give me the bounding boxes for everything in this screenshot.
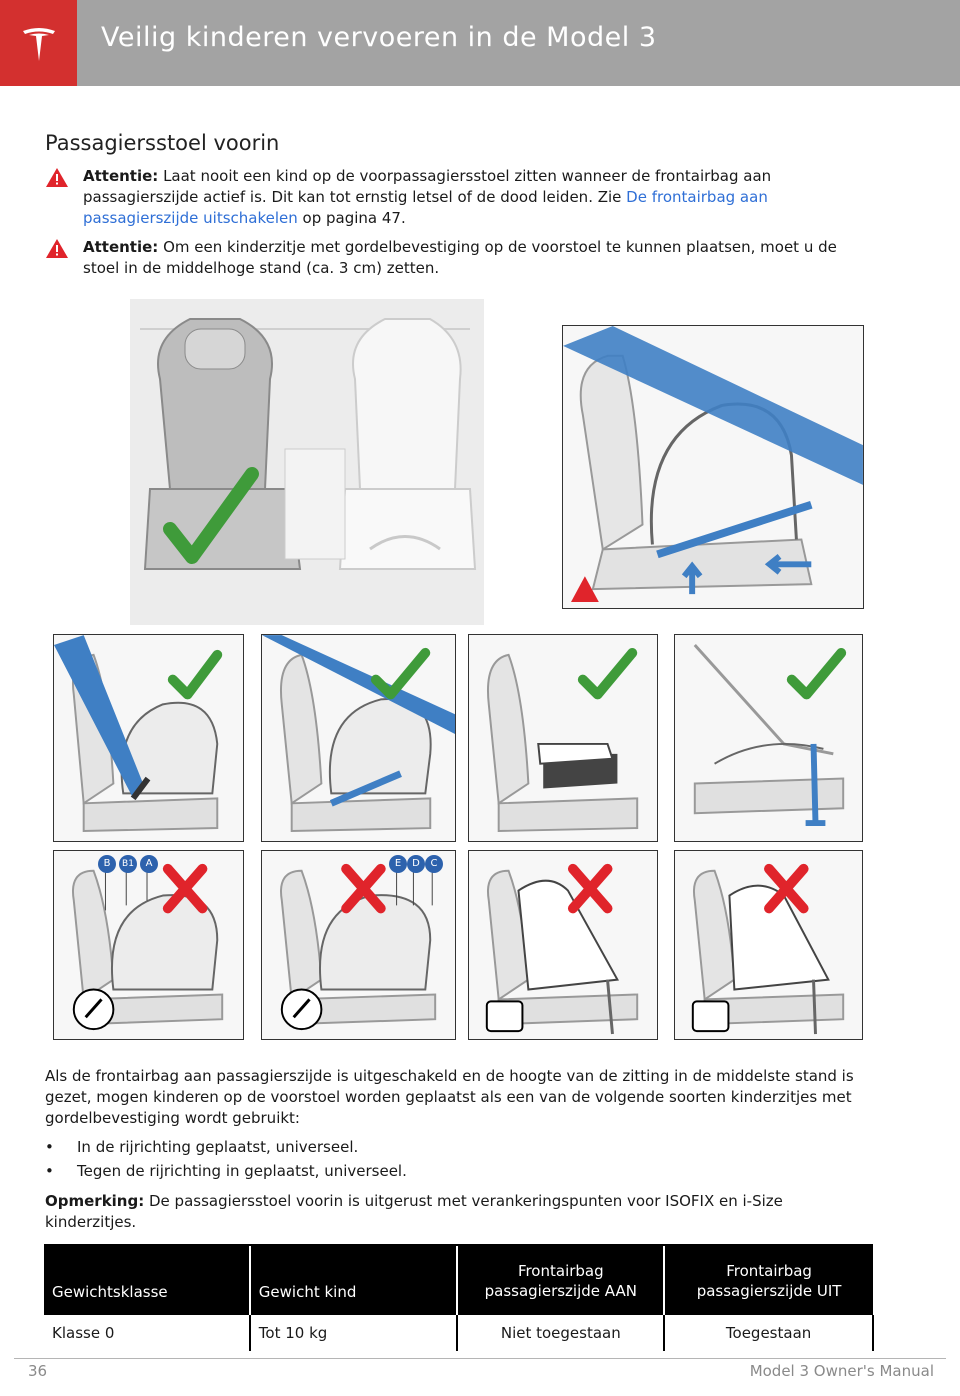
check-green-icon [167,649,223,700]
cross-red-icon [162,863,208,914]
table-cell: Klasse 0 [44,1315,251,1351]
isofix-seat-not-allowed-1: B B1 A [53,850,244,1040]
forward-facing-seat-ok-1 [53,634,244,842]
seat-height-illustration [562,325,864,609]
cross-red-icon [567,863,613,914]
bullet-text: Tegen de rijrichting in geplaatst, unive… [77,1162,407,1180]
note-text: De passagiersstoel voorin is uitgerust m… [45,1192,783,1231]
page-header: Veilig kinderen vervoeren in de Model 3 [0,0,960,86]
body-paragraph: Als de frontairbag aan passagierszijde i… [45,1067,854,1127]
bullet-dot: • [45,1162,54,1180]
bullet-dot: • [45,1138,54,1156]
table-cell: Tot 10 kg [249,1315,459,1351]
table-header-row: Gewichtsklasse Gewicht kind Frontairbag … [44,1244,873,1315]
warning-label: Attentie: [83,238,159,256]
label-d: D [407,855,425,873]
bullet-item-1: • In de rijrichting geplaatst, universee… [45,1137,358,1158]
weight-class-table: Gewichtsklasse Gewicht kind Frontairbag … [44,1244,874,1351]
warning-text-after: op pagina 47. [297,209,406,227]
check-green-icon [577,647,638,700]
cross-red-icon [341,863,386,914]
warning-triangle-icon [46,168,68,187]
table-cell: Toegestaan [664,1315,874,1351]
warning-text: Om een kinderzitje met gordelbevestiging… [83,238,837,277]
bullet-text: In de rijrichting geplaatst, universeel. [77,1138,359,1156]
rear-facing-seat-not-allowed-1 [468,850,658,1040]
i-size-icon [691,1000,730,1033]
table-row: Klasse 0 Tot 10 kg Niet toegestaan Toege… [44,1315,874,1351]
rear-facing-seat-not-allowed-2 [674,850,863,1040]
isofix-seat-not-allowed-2: E D C [261,850,456,1040]
label-b: B [98,855,116,873]
front-seats-illustration [130,299,484,625]
airbag-link[interactable]: De frontairbag aan passagierszijde uitsc… [83,188,768,227]
isofix-seat-ok [674,634,863,842]
table-cell: Niet toegestaan [457,1315,666,1351]
section-title: Passagiersstoel voorin [45,131,280,155]
label-b1: B1 [119,855,137,873]
table-header-cell: Gewichtsklasse [44,1244,250,1315]
page-title: Veilig kinderen vervoeren in de Model 3 [101,22,657,53]
check-green-icon [786,647,847,700]
booster-seat-ok [468,634,658,842]
check-green-icon [163,467,259,564]
warning-text: Laat nooit een kind op de voorpassagiers… [83,167,772,206]
table-header-cell: Frontairbag passagierszijde UIT [663,1244,873,1315]
table-header-cell: Frontairbag passagierszijde AAN [456,1244,665,1315]
forward-facing-seat-ok-2 [261,634,456,842]
bullet-item-2: • Tegen de rijrichting in geplaatst, uni… [45,1161,407,1182]
note-label: Opmerking: [45,1192,145,1210]
label-a: A [140,855,158,873]
warning-triangle-icon [46,239,68,258]
note: Opmerking: De passagiersstoel voorin is … [45,1191,875,1233]
tesla-logo [0,0,77,86]
footer-divider [14,1358,946,1359]
warning-2: Attentie: Om een kinderzitje met gordelb… [45,237,875,279]
i-size-icon [485,1000,524,1033]
check-green-icon [370,647,431,700]
table-header-cell: Gewicht kind [248,1244,458,1315]
warning-label: Attentie: [83,167,159,185]
manual-title: Model 3 Owner's Manual [749,1362,934,1380]
tesla-logo-icon [22,28,55,61]
cross-red-icon [764,863,809,914]
label-e: E [389,855,407,873]
warning-triangle-icon [571,576,599,603]
label-c: C [425,855,443,873]
warning-1: Attentie: Laat nooit een kind op de voor… [45,166,875,229]
page-number: 36 [28,1362,48,1380]
